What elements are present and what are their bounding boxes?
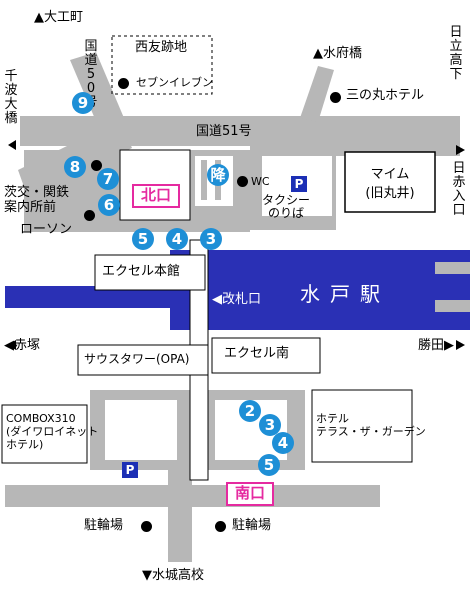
label-excel-honkan: エクセル本館 — [102, 264, 181, 279]
label-ibakou: 茨交・関鉄 案内所前 — [4, 185, 70, 215]
label-churinjo-left: 駐輪場 — [84, 518, 124, 533]
label-kaisatsu: ◀改札口 — [212, 292, 261, 307]
kitaguchi-sign: 北口 — [132, 184, 180, 208]
label-mito-high: ▼水城高校 — [142, 568, 204, 583]
road-kokudo51 — [20, 116, 460, 146]
excel-minami-box — [211, 337, 321, 374]
label-excel-minami: エクセル南 — [224, 346, 290, 361]
label-lawson: ローソン — [20, 222, 73, 237]
station-bar-left — [5, 286, 205, 308]
label-nishitomo: 西友跡地 — [135, 40, 188, 55]
label-wc: WC — [251, 175, 270, 188]
seven-dot — [118, 78, 129, 89]
parking-south: P — [122, 462, 138, 478]
combox-box — [1, 404, 88, 464]
road-suifubashi — [300, 66, 334, 122]
stop-7-north[interactable]: 7 — [97, 168, 119, 190]
label-daikumachi: ▲大工町 — [34, 10, 83, 25]
label-taxi: タクシー のりば — [262, 193, 311, 220]
road-south — [5, 485, 380, 507]
noboru-sign: 降 — [207, 164, 229, 186]
label-kokudo51: 国道51号 — [196, 124, 252, 139]
sannomaru-dot — [330, 92, 341, 103]
label-suifubashi: ▲水府橋 — [313, 46, 362, 61]
stop-2-south[interactable]: 2 — [239, 400, 261, 422]
label-hitachi-iriguchi: 日赤入口 — [452, 161, 466, 218]
minamiguchi-sign: 南口 — [226, 482, 274, 506]
churinjo-right-dot — [215, 521, 226, 532]
terrace-box — [311, 389, 413, 463]
maimu-box — [344, 151, 436, 213]
label-maimu: マイム (旧丸井) — [365, 167, 415, 201]
wc-dot — [237, 176, 248, 187]
label-mito-station: 水戸駅 — [300, 282, 390, 306]
stop-5-north[interactable]: 5 — [132, 228, 154, 250]
stop-6-dot — [84, 210, 95, 221]
stop-8-north[interactable]: 8 — [64, 156, 86, 178]
stop-3-north[interactable]: 3 — [200, 228, 222, 250]
label-katsuta: 勝田▶ — [418, 338, 454, 353]
label-seven: セブンイレブン — [136, 76, 213, 89]
station-bar — [170, 250, 470, 330]
road-kokudo50 — [70, 52, 124, 126]
road-south-down — [168, 470, 192, 562]
label-hitachi-high: 日立高下 — [449, 25, 463, 82]
label-south-tower: サウスタワー(OPA) — [84, 352, 190, 366]
stop-9-north[interactable]: 9 — [72, 92, 94, 114]
label-sannomaru: 三の丸ホテル — [346, 88, 425, 103]
label-akatsuka: ◀赤塚 — [4, 338, 40, 353]
label-combox: COMBOX310 (ダイワロイネット ホテル) — [6, 412, 99, 451]
label-kokudo50: 国道50号 — [84, 39, 98, 110]
churinjo-left-dot — [141, 521, 152, 532]
south-tower-box — [77, 344, 209, 376]
stop-4-north[interactable]: 4 — [166, 228, 188, 250]
stop-6-north[interactable]: 6 — [98, 194, 120, 216]
nishitomo-box — [111, 35, 213, 95]
road-east — [336, 146, 460, 156]
label-senba: 千波大橋 — [4, 69, 18, 126]
excel-honkan-box — [94, 254, 206, 291]
label-terrace: ホテル テラス・ザ・ガーデン — [316, 412, 426, 438]
stop-5-south[interactable]: 5 — [258, 454, 280, 476]
parking-north: P — [291, 176, 307, 192]
stop-4-south[interactable]: 4 — [272, 432, 294, 454]
stop-3-south[interactable]: 3 — [259, 414, 281, 436]
label-churinjo-right: 駐輪場 — [232, 518, 272, 533]
stop-8-dot — [91, 160, 102, 171]
